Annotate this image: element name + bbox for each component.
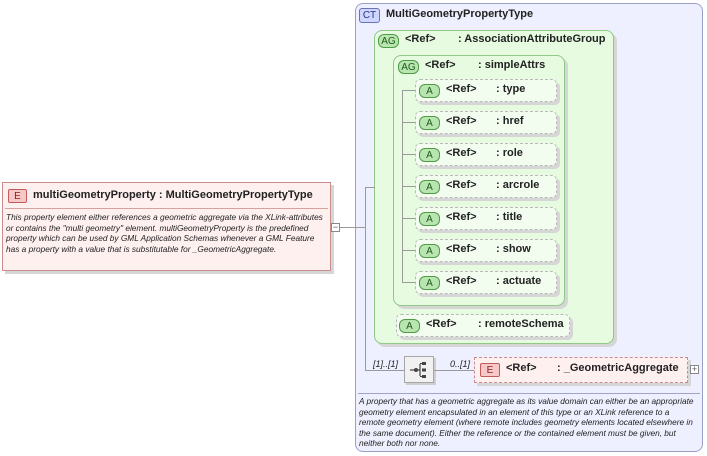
attribute-name: : href (496, 115, 524, 127)
remote-schema-name: : remoteSchema (478, 318, 564, 330)
simple-attrs-ref: <Ref> (425, 59, 456, 71)
attribute-box (415, 79, 557, 102)
geometric-aggregate-name: : _GeometricAggregate (557, 362, 679, 374)
complex-type-badge: CT (359, 8, 380, 23)
complex-type-divider (358, 393, 700, 394)
attribute-box (415, 207, 557, 230)
attribute-badge: A (419, 116, 440, 130)
sequence-inner-multiplicity: 0..[1] (450, 359, 471, 369)
attribute-connector (402, 282, 416, 283)
attribute-badge: A (419, 276, 440, 290)
expand-icon[interactable]: + (690, 364, 699, 374)
attribute-name: : role (496, 147, 523, 159)
association-group-badge: AG (378, 34, 399, 48)
root-element-title: multiGeometryProperty : MultiGeometryPro… (33, 189, 313, 201)
geometric-aggregate-ref: <Ref> (506, 362, 537, 374)
attribute-connector (402, 186, 416, 187)
group-branch-connector (365, 187, 375, 188)
root-element-divider (5, 208, 328, 209)
root-element-description: This property element either references … (6, 212, 323, 254)
attribute-ref: <Ref> (446, 243, 477, 255)
attribute-ref: <Ref> (446, 83, 477, 95)
attribute-connector (402, 218, 416, 219)
attribute-connector (402, 154, 416, 155)
simple-attrs-name: : simpleAttrs (478, 59, 546, 71)
attribute-box (415, 111, 557, 134)
simple-attrs-badge: AG (398, 60, 419, 74)
aggregate-connector (434, 370, 474, 371)
attribute-box (415, 271, 557, 294)
attribute-name: : title (496, 211, 523, 223)
remote-schema-box (396, 314, 570, 337)
complex-type-title: MultiGeometryPropertyType (386, 8, 534, 20)
attribute-name: : actuate (496, 275, 542, 287)
association-group-ref: <Ref> (405, 33, 436, 45)
root-element-badge: E (8, 189, 27, 203)
attribute-name: : show (496, 243, 531, 255)
attribute-badge: A (419, 244, 440, 258)
attribute-badge: A (419, 212, 440, 226)
attribute-badge: A (419, 148, 440, 162)
geometric-aggregate-box (474, 357, 688, 383)
sequence-icon (410, 362, 426, 378)
root-element-box[interactable] (2, 182, 331, 271)
main-connector (340, 227, 365, 228)
attribute-name: : type (496, 83, 526, 95)
sequence-connector (365, 370, 405, 371)
attribute-ref: <Ref> (446, 179, 477, 191)
remote-schema-ref: <Ref> (426, 318, 457, 330)
attribute-ref: <Ref> (446, 275, 477, 287)
attribute-badge: A (419, 180, 440, 194)
association-group-name: : AssociationAttributeGroup (458, 33, 606, 45)
attribute-ref: <Ref> (446, 115, 477, 127)
attribute-box (415, 143, 557, 166)
attribute-badge: A (419, 84, 440, 98)
attribute-box (415, 175, 557, 198)
attribute-connector (402, 122, 416, 123)
sequence-outer-multiplicity: [1]..[1] (373, 359, 399, 369)
attribute-connector (402, 90, 416, 91)
attribute-box (415, 239, 557, 262)
collapse-icon[interactable]: − (331, 222, 340, 232)
group-branch-vertical (365, 187, 366, 370)
attribute-name: : arcrole (496, 179, 540, 191)
geometric-aggregate-badge: E (480, 363, 500, 377)
attribute-connector (402, 250, 416, 251)
attribute-ref: <Ref> (446, 147, 477, 159)
remote-schema-badge: A (399, 319, 420, 333)
complex-type-description: A property that has a geometric aggregat… (359, 396, 694, 448)
attribute-ref: <Ref> (446, 211, 477, 223)
sequence-compositor[interactable] (404, 356, 434, 383)
